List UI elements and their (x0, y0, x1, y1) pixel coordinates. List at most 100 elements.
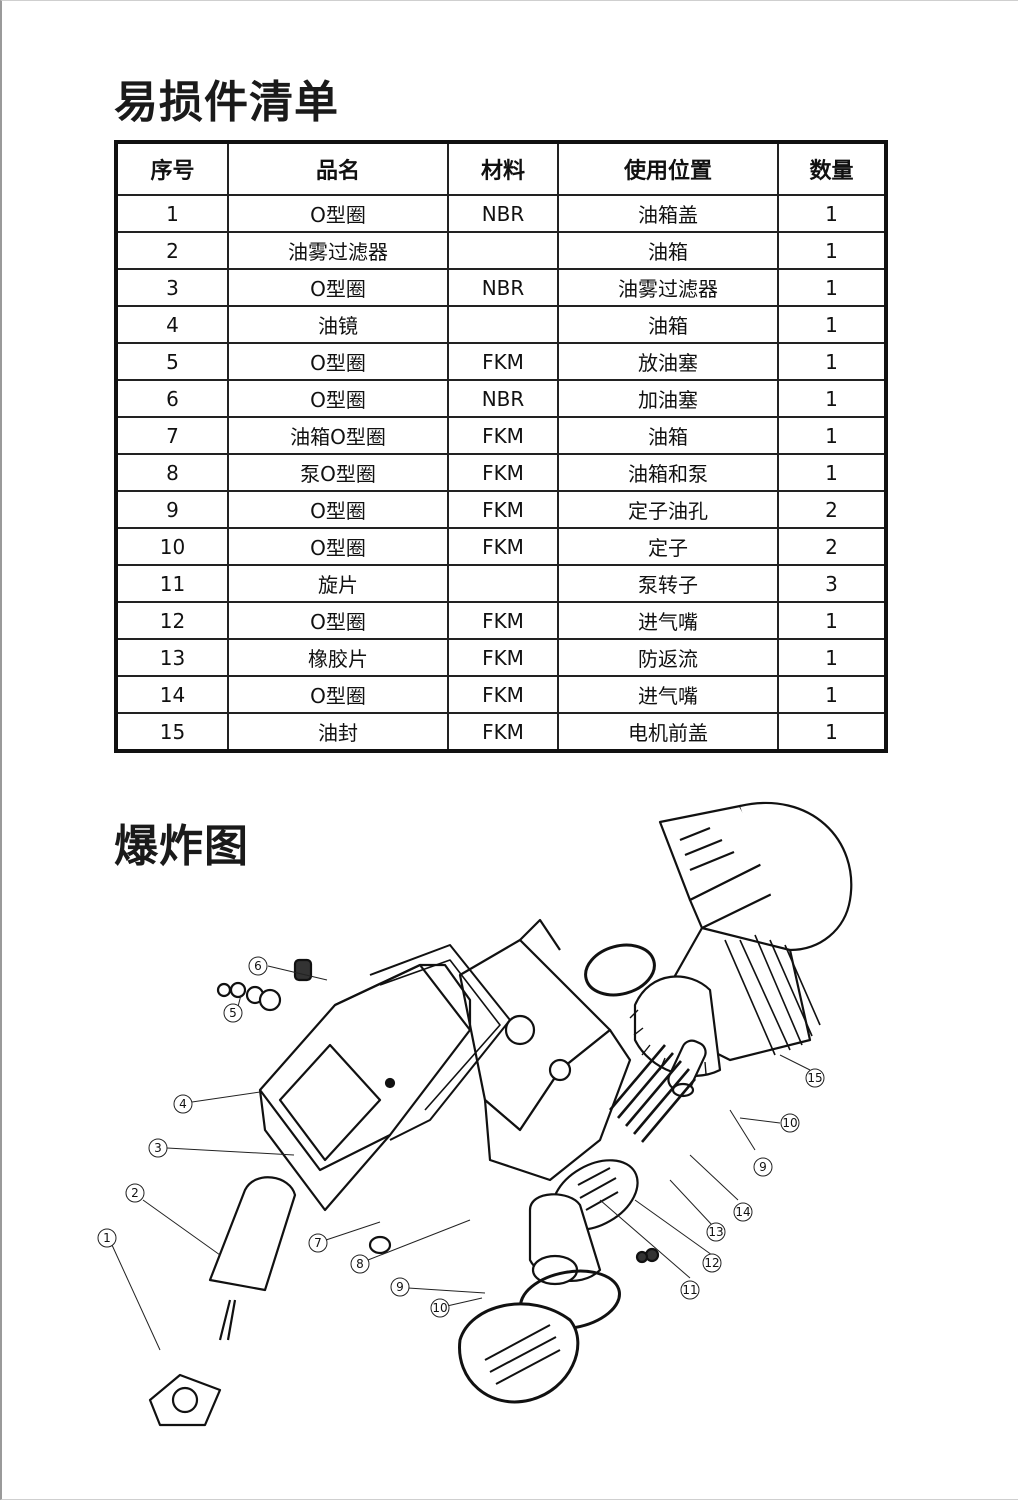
cell-material: FKM (447, 527, 559, 566)
cell-location: 油雾过滤器 (557, 268, 779, 307)
cell-no: 4 (115, 305, 229, 344)
cell-qty: 1 (777, 601, 887, 640)
cell-qty: 1 (777, 379, 887, 418)
cell-name: 油雾过滤器 (227, 231, 449, 270)
cell-qty: 2 (777, 527, 887, 566)
cell-qty: 1 (777, 416, 887, 455)
cell-location: 电机前盖 (557, 712, 779, 752)
cell-qty: 1 (777, 453, 887, 492)
svg-text:8: 8 (356, 1257, 364, 1271)
cell-name: 橡胶片 (227, 638, 449, 677)
pump-illustration (458, 918, 696, 1331)
svg-text:11: 11 (682, 1283, 697, 1297)
cell-material (447, 305, 559, 344)
callout-labels (97, 956, 825, 1351)
cell-material: NBR (447, 194, 559, 233)
cell-no: 14 (115, 675, 229, 714)
cell-qty: 1 (777, 194, 887, 233)
cell-location: 放油塞 (557, 342, 779, 381)
filter-illustration (148, 958, 392, 1427)
cell-no: 2 (115, 231, 229, 270)
svg-text:6: 6 (254, 959, 262, 973)
cell-no: 8 (115, 453, 229, 492)
cell-location: 进气嘴 (557, 675, 779, 714)
svg-text:9: 9 (759, 1160, 767, 1174)
cell-name: O型圈 (227, 601, 449, 640)
cell-material: FKM (447, 601, 559, 640)
cell-material (447, 231, 559, 270)
cell-no: 15 (115, 712, 229, 752)
cell-no: 13 (115, 638, 229, 677)
cell-qty: 1 (777, 675, 887, 714)
cell-material: NBR (447, 268, 559, 307)
svg-text:1: 1 (103, 1231, 111, 1245)
cell-no: 9 (115, 490, 229, 529)
cell-name: O型圈 (227, 490, 449, 529)
cell-no: 7 (115, 416, 229, 455)
svg-text:7: 7 (314, 1236, 322, 1250)
cell-material: FKM (447, 675, 559, 714)
cell-location: 油箱和泵 (557, 453, 779, 492)
cell-name: O型圈 (227, 379, 449, 418)
cell-location: 定子油孔 (557, 490, 779, 529)
table-header-row: 序号 品名 材料 使用位置 数量 (115, 141, 887, 196)
svg-text:10: 10 (782, 1116, 797, 1130)
svg-text:10: 10 (432, 1301, 447, 1315)
cell-location: 防返流 (557, 638, 779, 677)
cell-location: 加油塞 (557, 379, 779, 418)
cell-location: 油箱 (557, 416, 779, 455)
svg-text:9: 9 (396, 1280, 404, 1294)
cell-name: 旋片 (227, 564, 449, 603)
cell-location: 油箱 (557, 305, 779, 344)
svg-text:3: 3 (154, 1141, 162, 1155)
svg-text:12: 12 (704, 1256, 719, 1270)
cell-qty: 1 (777, 231, 887, 270)
header-location: 使用位置 (557, 141, 779, 196)
header-qty: 数量 (777, 141, 887, 196)
rotor-illustration (458, 1302, 580, 1404)
cell-material: FKM (447, 490, 559, 529)
cell-material: FKM (447, 416, 559, 455)
cell-material (447, 564, 559, 603)
cell-material: FKM (447, 712, 559, 752)
cell-qty: 2 (777, 490, 887, 529)
cell-no: 12 (115, 601, 229, 640)
cell-material: FKM (447, 638, 559, 677)
cell-no: 5 (115, 342, 229, 381)
cell-location: 泵转子 (557, 564, 779, 603)
cell-no: 11 (115, 564, 229, 603)
cell-qty: 1 (777, 268, 887, 307)
cell-name: 泵O型圈 (227, 453, 449, 492)
svg-text:2: 2 (131, 1186, 139, 1200)
cell-no: 6 (115, 379, 229, 418)
cell-qty: 3 (777, 564, 887, 603)
parts-list-title: 易损件清单 (114, 77, 339, 128)
cell-name: O型圈 (227, 675, 449, 714)
svg-text:5: 5 (229, 1006, 237, 1020)
cell-material: FKM (447, 342, 559, 381)
cell-name: 油镜 (227, 305, 449, 344)
cell-qty: 1 (777, 712, 887, 752)
cell-name: 油箱O型圈 (227, 416, 449, 455)
exploded-view-title: 爆炸图 (114, 821, 249, 872)
header-name: 品名 (227, 141, 449, 196)
cell-qty: 1 (777, 638, 887, 677)
svg-text:14: 14 (735, 1205, 750, 1219)
cell-no: 3 (115, 268, 229, 307)
cell-location: 油箱盖 (557, 194, 779, 233)
cell-name: O型圈 (227, 268, 449, 307)
cell-location: 定子 (557, 527, 779, 566)
